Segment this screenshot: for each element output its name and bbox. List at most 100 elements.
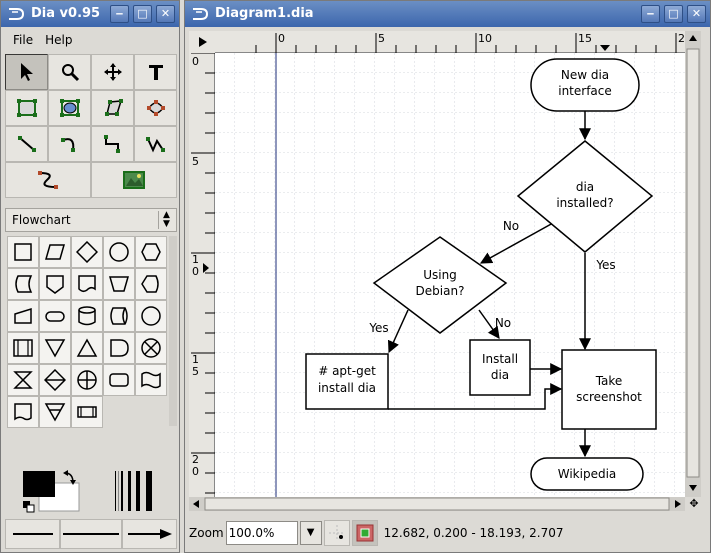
shape-punched-tape[interactable] [135,364,167,396]
shape-offpage[interactable] [39,268,71,300]
toolbox-titlebar[interactable]: Dia v0.95 ‒ □ ✕ [1,1,179,27]
node-new-dia-interface[interactable] [530,58,640,112]
shape-summing-junction[interactable] [135,332,167,364]
horizontal-scrollbar[interactable] [189,497,685,511]
shape-predefined-process[interactable] [7,332,39,364]
node-install-dia[interactable] [469,339,531,396]
menubar: File Help [3,29,72,51]
shape-document[interactable] [71,268,103,300]
snap-to-grid-toggle[interactable] [323,520,350,546]
shape-manual-input[interactable] [7,300,39,332]
maximize-button[interactable]: □ [133,5,152,23]
scroll-down-arrow-icon[interactable] [689,485,697,491]
node-using-debian[interactable] [372,236,508,334]
shape-merge[interactable] [39,332,71,364]
label-installed-1: dia [576,180,594,194]
line-style-selector[interactable] [60,519,122,549]
end-arrow-selector[interactable] [122,519,177,549]
move-tool[interactable] [91,54,134,90]
shape-trapezoid[interactable] [103,268,135,300]
navigation-icon[interactable]: ✥ [689,497,699,510]
zoom-dropdown-button[interactable]: ▼ [299,521,322,545]
zoom-tool[interactable] [48,54,91,90]
line-tool[interactable] [5,126,48,162]
shape-ellipse[interactable] [103,236,135,268]
flowchart-shape-palette [7,236,169,428]
shape-magnetic-disk[interactable] [71,300,103,332]
vruler-label-10b: 0 [192,265,199,278]
horizontal-scroll-thumb[interactable] [204,497,670,511]
image-tool[interactable] [91,162,177,198]
shape-or[interactable] [71,364,103,396]
beziergon-tool[interactable] [134,90,177,126]
shape-subroutine[interactable] [71,396,103,428]
edge-debian-yes[interactable] [387,309,409,354]
sheet-selector[interactable]: Flowchart ▲▼ [5,208,177,232]
line-icon [17,136,36,152]
shape-alternate-process[interactable] [103,364,135,396]
shape-extract[interactable] [71,332,103,364]
close-button[interactable]: ✕ [687,5,706,23]
shape-merge-2[interactable] [39,396,71,428]
shape-preparation[interactable] [135,236,167,268]
start-arrow-selector[interactable] [5,519,60,549]
shape-connector[interactable] [135,300,167,332]
menu-arrow-button[interactable] [189,31,215,53]
vertical-scrollbar[interactable] [685,31,701,497]
close-button[interactable]: ✕ [156,5,175,23]
shape-delay[interactable] [103,332,135,364]
maximize-button[interactable]: □ [664,5,683,23]
text-tool[interactable] [134,54,177,90]
ellipse-tool[interactable] [48,90,91,126]
shape-palette-scrollbar[interactable] [169,236,177,426]
polygon-icon [104,99,123,116]
bezierline-tool[interactable] [5,162,91,198]
display-shape-icon [141,275,159,293]
shape-manual-operation[interactable] [7,268,39,300]
shape-sort[interactable] [39,364,71,396]
document2-shape-icon [14,403,32,421]
line-width-icon[interactable] [115,471,152,511]
polyline-tool[interactable] [134,126,177,162]
shape-document-2[interactable] [7,396,39,428]
default-colors-icon[interactable] [23,501,35,513]
shape-box[interactable] [7,236,39,268]
foreground-color-swatch[interactable] [23,471,55,497]
node-take-screenshot[interactable] [561,349,657,430]
edge-aptget-to-screenshot[interactable] [388,383,563,410]
minimize-button[interactable]: ‒ [641,5,660,23]
box-tool[interactable] [5,90,48,126]
pointer-tool[interactable] [5,54,48,90]
zoom-input[interactable] [225,521,298,545]
label-new-dia-2: interface [558,84,612,98]
arrow-line-icon [127,529,172,539]
node-dia-installed[interactable] [516,140,654,253]
edge-debian-no[interactable] [478,309,500,339]
menu-file[interactable]: File [13,33,34,47]
merge2-shape-icon [44,403,66,422]
node-apt-get-install[interactable] [305,353,389,410]
diagram-canvas[interactable]: New dia interface dia installed? Using D… [215,53,685,497]
vertical-scroll-thumb[interactable] [686,48,700,478]
box-icon [16,99,37,117]
shape-collate[interactable] [7,364,39,396]
zigzag-tool[interactable] [91,126,134,162]
triangle-down-shape-icon [44,339,66,358]
shape-terminal[interactable] [39,300,71,332]
snap-to-objects-toggle[interactable] [351,520,378,546]
scroll-up-arrow-icon[interactable] [689,35,697,41]
scroll-right-arrow-icon[interactable] [675,500,681,508]
edge-label-no-2: No [495,316,511,330]
edge-installed-no[interactable] [479,222,554,264]
node-wikipedia[interactable] [530,457,644,491]
arc-tool[interactable] [48,126,91,162]
shape-display[interactable] [135,268,167,300]
shape-parallelogram[interactable] [39,236,71,268]
polygon-tool[interactable] [91,90,134,126]
menu-help[interactable]: Help [45,33,73,47]
scroll-left-arrow-icon[interactable] [193,500,199,508]
shape-direct-access[interactable] [103,300,135,332]
diagram-titlebar[interactable]: Diagram1.dia ‒ □ ✕ [185,1,710,27]
minimize-button[interactable]: ‒ [110,5,129,23]
shape-diamond[interactable] [71,236,103,268]
